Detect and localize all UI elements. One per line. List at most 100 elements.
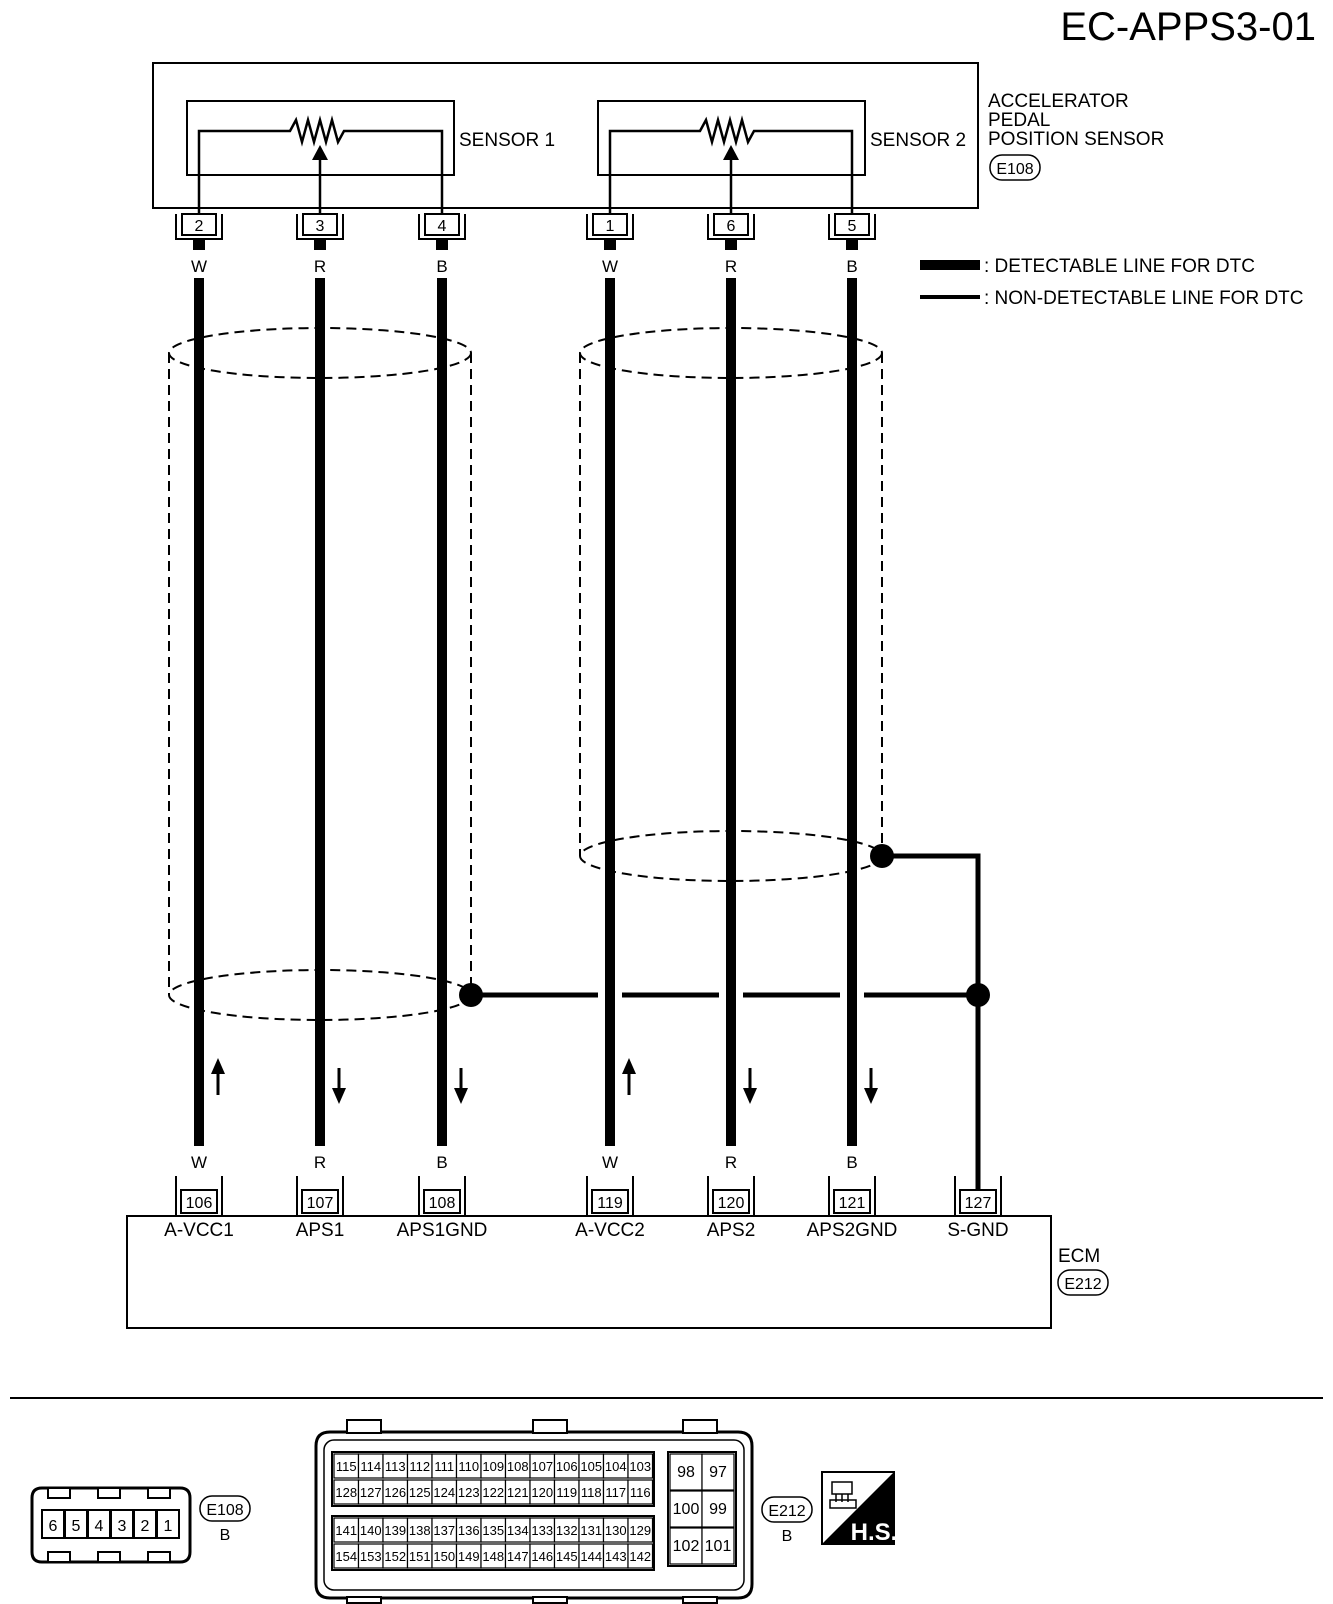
sensor-connector-tag [989,154,1041,181]
ecm-pin-number: 108 [429,1195,456,1212]
e108-pin-number: 6 [49,1518,58,1535]
sensor-terminal-bracket [175,214,223,240]
sensor-terminal-bracket [418,214,466,240]
e212-pin-cell [357,1479,384,1505]
e212-pin-number: 112 [409,1459,430,1474]
sensor-1-potentiometer [197,115,444,214]
signal-arrowhead-up-icon [622,1058,636,1074]
e212-pin-number: 131 [580,1523,602,1538]
ecm-pin-box [591,1189,629,1214]
ecm-pin-number: 107 [307,1195,334,1212]
wire-color-top: R [314,257,326,276]
shield-2-drain [882,853,981,1196]
sensor-name-line-3: POSITION SENSOR [988,129,1164,150]
e212-housing [314,1430,754,1600]
e212-pin-cell [455,1543,482,1569]
e212-pin-number: 106 [556,1459,578,1474]
sensor-connector-id: E108 [996,161,1033,178]
signal-arrowhead-down-icon [332,1088,346,1104]
sensor-terminal-bracket [586,214,634,240]
e108-pin-number: 2 [141,1518,150,1535]
sensor-2-wiper-arrow [723,145,739,160]
ecm-pin-number: 106 [186,1195,213,1212]
e212-pin-number: 121 [507,1485,529,1500]
e212-pin-cell [578,1453,605,1479]
sensor-name: ACCELERATOR PEDAL POSITION SENSOR [988,91,1164,150]
e212-pin-cell [529,1517,556,1543]
connector-glyph-icon [829,1481,857,1509]
e212-side-pin-number: 97 [709,1464,727,1481]
e212-pin-number: 141 [335,1523,357,1538]
e212-pin-cell [455,1517,482,1543]
e212-pin-number: 126 [384,1485,406,1500]
e212-pin-number: 125 [409,1485,431,1500]
signal-arrowhead-up-icon [211,1058,225,1074]
ecm-pin-box [301,1189,339,1214]
sensor-terminal-bracket [296,214,344,240]
sensor-pin-number: 6 [727,218,736,235]
e212-pin-number: 135 [482,1523,504,1538]
e212-side-pin-cell [669,1453,703,1491]
e212-pin-block [331,1451,655,1507]
e212-pin-number: 110 [458,1459,479,1474]
e212-pin-number: 128 [335,1485,357,1500]
ecm-pin-label: APS1GND [397,1220,488,1241]
e212-pin-number: 109 [482,1459,504,1474]
splice-shield-2 [870,844,894,868]
e212-pin-number: 133 [531,1523,553,1538]
ecm-connector-tag [1057,1269,1109,1296]
e212-pin-number: 139 [384,1523,406,1538]
sensor-pin-box [181,213,217,236]
e212-pin-number: 154 [335,1549,357,1564]
e108-housing [30,1486,192,1564]
e108-pin-number: 4 [95,1518,104,1535]
e212-pin-number: 144 [580,1549,602,1564]
ecm-pin-label: APS2 [707,1220,756,1241]
wire-color-bottom: B [436,1153,447,1172]
sensor-2-label: SENSOR 2 [870,130,966,151]
e212-pin-cell [431,1453,458,1479]
e212-pin-number: 120 [531,1485,553,1500]
e212-pin-cell [627,1479,654,1505]
e212-pin-cell [357,1517,384,1543]
e212-tag [761,1496,813,1523]
sensor-1-label: SENSOR 1 [459,130,555,151]
sensor-pin-box [713,213,749,236]
e108-pin-number: 5 [72,1518,81,1535]
sensor-housing [152,62,979,209]
sensor-pin-number: 5 [848,218,857,235]
e212-pin-cell [602,1543,629,1569]
wire-color-top: B [436,257,447,276]
harness-side-label: H.S. [851,1519,898,1546]
ecm-pin-label: A-VCC2 [575,1220,645,1241]
e212-pin-number: 114 [360,1459,381,1474]
e108-pin-number: 3 [118,1518,127,1535]
e212-pin-cell [357,1543,384,1569]
e212-pin-block [331,1515,655,1571]
wire-color-bottom: W [602,1153,618,1172]
ecm-pin-box [180,1189,218,1214]
e212-pin-number: 130 [605,1523,627,1538]
e212-pin-cell [578,1479,605,1505]
e212-side-block [667,1451,737,1567]
e212-tag-id: E212 [768,1503,805,1520]
sensor-2: SENSOR 2 [597,100,966,214]
e212-pin-number: 123 [458,1485,480,1500]
sensor-pin-box [424,213,460,236]
e212-pin-cell [578,1517,605,1543]
e108-tab-bottom-3 [147,1551,171,1563]
e212-pin-cell [406,1453,433,1479]
sensor-pin-stub [193,240,205,250]
e212-side-pin-cell [701,1453,735,1491]
sensor-1: SENSOR 1 [186,100,555,214]
sensor-terminal-bracket [828,214,876,240]
sensor-pin-stub [314,240,326,250]
e212-pin-cell [480,1517,507,1543]
ecm-pin-number: 120 [718,1195,745,1212]
e212-pin-number: 117 [605,1485,626,1500]
sensor-name-line-1: ACCELERATOR [988,91,1129,112]
ecm-sgnd-pinbox [959,1189,997,1214]
